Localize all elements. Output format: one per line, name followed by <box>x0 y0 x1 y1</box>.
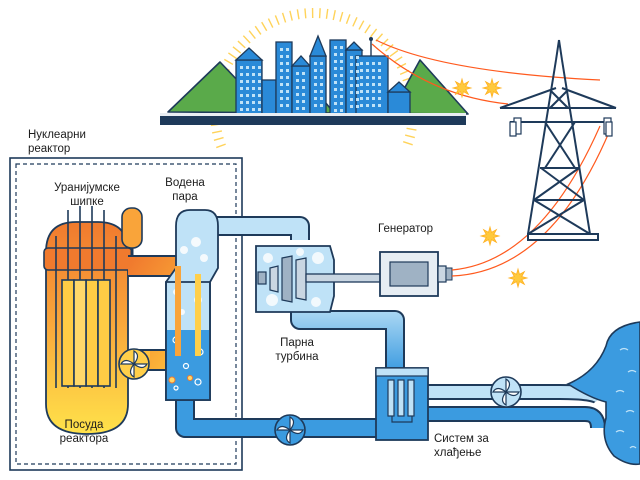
containment-dashed <box>15 163 237 465</box>
cooling-pipe-in <box>425 408 604 429</box>
generator-label: Генератор <box>378 223 434 235</box>
reactor-building <box>9 157 243 471</box>
uranium-rods <box>55 206 117 388</box>
feedwater-pipe <box>177 400 380 436</box>
condenser <box>375 367 429 441</box>
spark-icon <box>479 225 501 247</box>
steam-generator <box>165 209 219 401</box>
fan-icon <box>118 348 150 380</box>
city-icon <box>160 34 469 125</box>
steam-turbine <box>255 245 335 313</box>
fan-icon <box>490 376 522 408</box>
spark-icon <box>451 77 473 99</box>
steam-pipe <box>205 218 308 240</box>
lake-icon <box>566 321 640 466</box>
turbine-shaft <box>305 273 385 283</box>
fan-icon <box>274 414 306 446</box>
spark-icon <box>481 77 503 99</box>
generator <box>379 251 453 297</box>
spark-icon <box>507 267 529 289</box>
pylon-icon <box>499 39 617 241</box>
